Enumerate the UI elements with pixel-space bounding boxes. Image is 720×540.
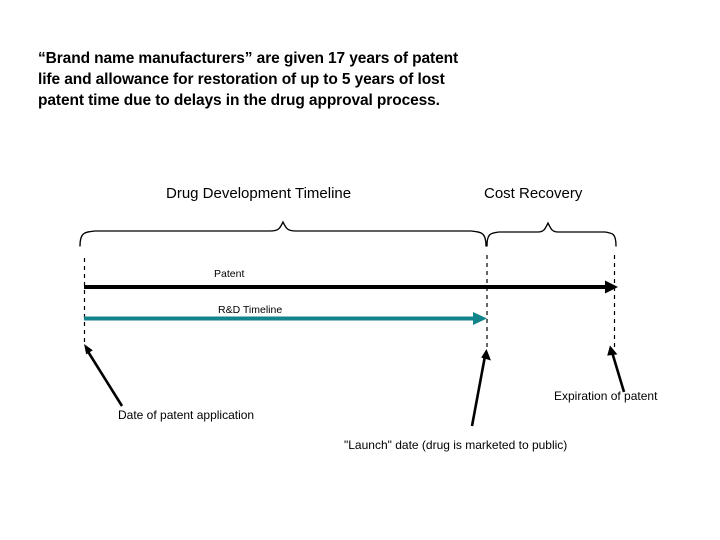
track-label-patent: Patent — [214, 268, 245, 280]
section-caption-drug-development: Drug Development Timeline — [166, 185, 352, 202]
brace-drug-development — [79, 220, 487, 247]
rd-track-arrowhead — [473, 312, 487, 325]
leader-line-launch — [470, 355, 487, 427]
leader-line-application — [85, 349, 124, 407]
brace-cost-recovery — [486, 221, 617, 247]
leader-line-expiration — [610, 351, 626, 393]
track-label-rd-timeline: R&D Timeline — [218, 304, 283, 316]
header-paragraph: “Brand name manufacturers” are given 17 … — [38, 50, 459, 109]
patent-track-arrowhead — [605, 280, 618, 294]
callout-label-date-of-patent-application: Date of patent application — [118, 408, 255, 422]
callout-label-launch-date: "Launch" date (drug is marketed to publi… — [344, 438, 568, 452]
leader-arrowhead-expiration — [607, 345, 618, 356]
section-caption-cost-recovery: Cost Recovery — [484, 185, 583, 202]
leader-arrowhead-launch — [481, 349, 491, 361]
callout-label-expiration-of-patent: Expiration of patent — [554, 389, 658, 403]
leader-arrowhead-application — [84, 344, 93, 355]
